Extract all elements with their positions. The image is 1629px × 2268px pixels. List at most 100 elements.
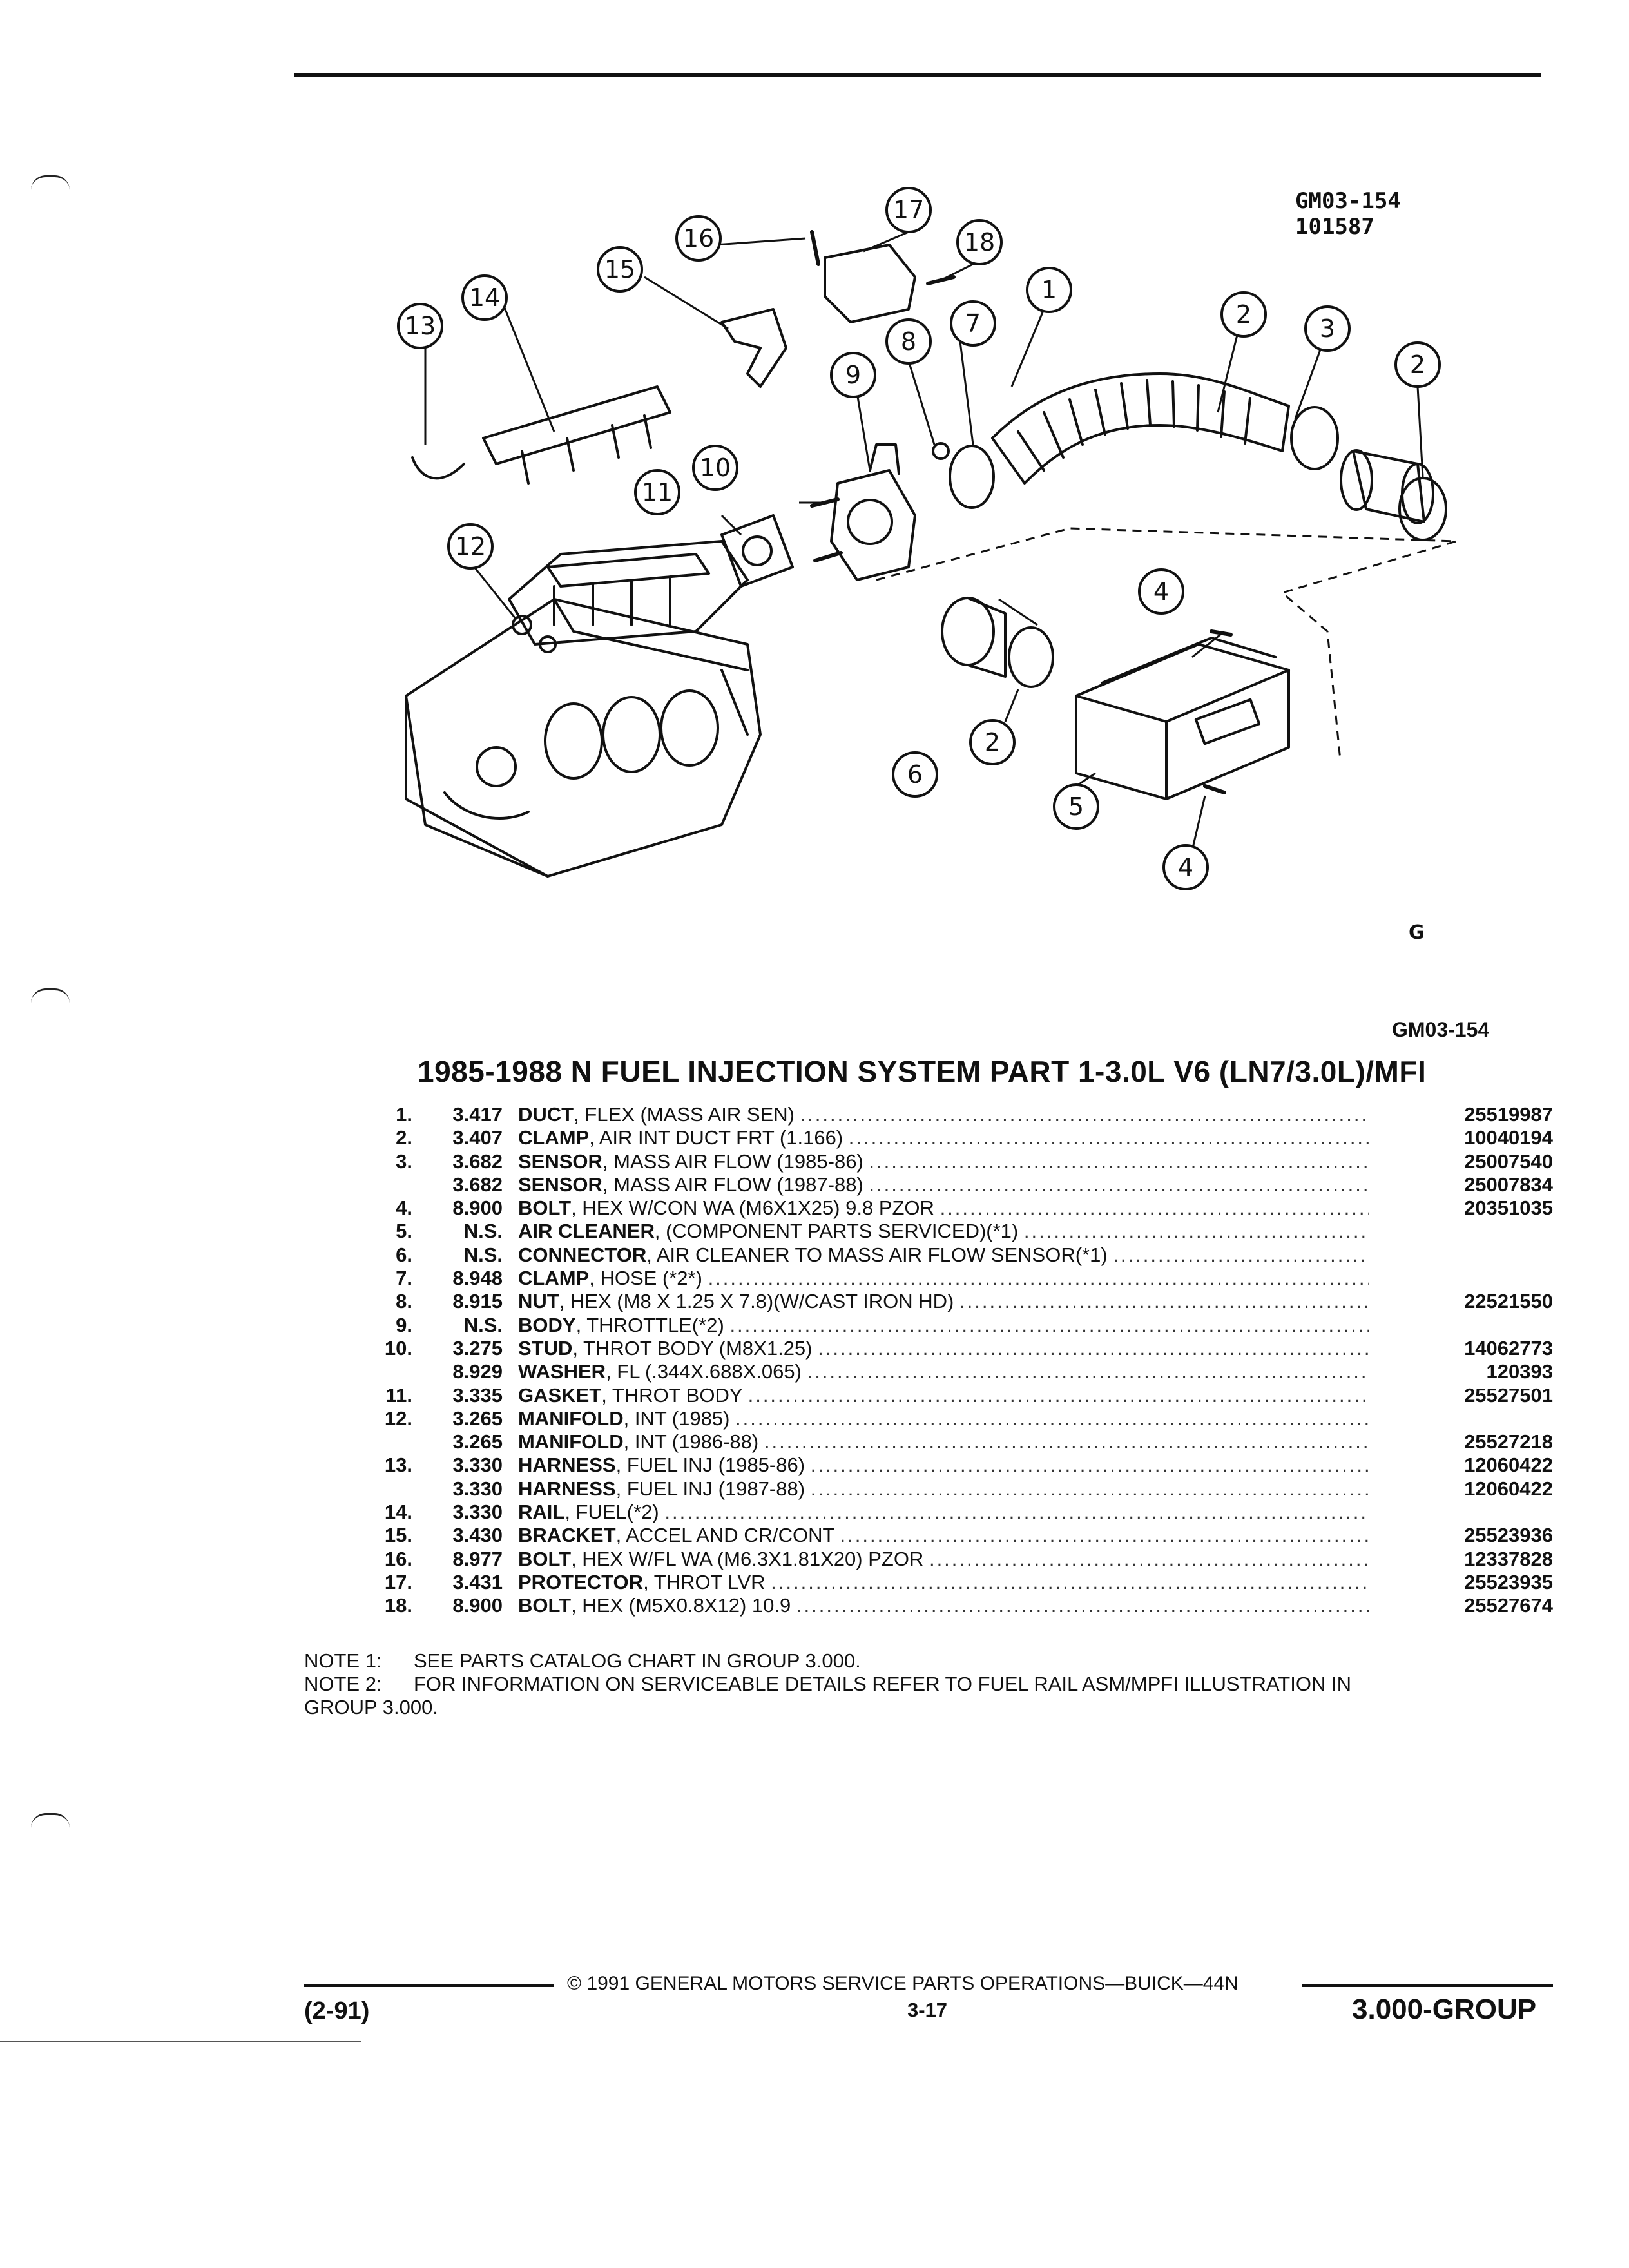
note-2-continued: GROUP 3.000. xyxy=(304,1696,438,1718)
part-name: STUD xyxy=(518,1336,573,1360)
parts-row: 6.N.S.CONNECTOR, AIR CLEANER TO MASS AIR… xyxy=(361,1244,1553,1267)
exploded-parts-diagram: 1 2 3 2 4 5 6 2 4 7 8 9 10 11 12 13 14 1… xyxy=(397,187,1457,890)
figure-id: GM03-154 xyxy=(1392,1018,1490,1041)
part-name: NUT xyxy=(518,1290,559,1313)
part-detail: , THROTTLE(*2) xyxy=(575,1313,724,1336)
part-description: CLAMP, HOSE (*2*) ......................… xyxy=(518,1267,1369,1290)
group-number: 3.330 xyxy=(452,1501,503,1524)
part-detail: , MASS AIR FLOW (1987-88) xyxy=(602,1173,863,1196)
leader-dots: ........................................… xyxy=(729,1313,1369,1336)
part-detail: , (COMPONENT PARTS SERVICED)(*1) xyxy=(654,1220,1019,1243)
part-detail: , THROT BODY (M8X1.25) xyxy=(572,1336,813,1360)
leader-dots: ........................................… xyxy=(771,1570,1369,1593)
page-number: 3-17 xyxy=(907,1999,948,2021)
callout-number: 2 xyxy=(1236,300,1251,329)
callout-number: 17 xyxy=(893,196,924,224)
item-index: 9. xyxy=(396,1313,412,1336)
leader-dots: ........................................… xyxy=(959,1290,1369,1313)
item-index: 6. xyxy=(396,1243,412,1266)
group-number: 8.948 xyxy=(452,1267,503,1290)
part-detail: , MASS AIR FLOW (1985-86) xyxy=(602,1149,863,1173)
callout-number: 4 xyxy=(1178,853,1193,881)
part-name: WASHER xyxy=(518,1360,606,1383)
item-index: 3. xyxy=(396,1149,412,1173)
clamp-illustration xyxy=(1398,477,1447,541)
part-description: BRACKET, ACCEL AND CR/CONT .............… xyxy=(518,1524,1369,1547)
leader-dots: ........................................… xyxy=(708,1267,1369,1290)
part-description: CONNECTOR, AIR CLEANER TO MASS AIR FLOW … xyxy=(518,1244,1369,1267)
revision-date: (2-91) xyxy=(304,1997,370,2024)
callout-number: 7 xyxy=(965,309,981,338)
part-name: SENSOR xyxy=(518,1149,602,1173)
air-cleaner-illustration xyxy=(1075,637,1290,800)
part-description: HARNESS, FUEL INJ (1987-88) ............… xyxy=(518,1477,1369,1501)
callout-number: 12 xyxy=(455,532,486,561)
connector-illustration xyxy=(941,597,1007,678)
callout-number: 18 xyxy=(964,228,995,256)
leader-dots: ........................................… xyxy=(1023,1220,1369,1243)
parts-row: 7. 8.948 CLAMP, HOSE (*2*) ...............… xyxy=(361,1267,1553,1290)
margin-mark xyxy=(31,175,70,190)
section-title: 1985-1988 N FUEL INJECTION SYSTEM PART 1… xyxy=(418,1055,1427,1088)
part-number: 25519987 xyxy=(1464,1103,1553,1126)
leader-dots: ........................................… xyxy=(747,1383,1369,1407)
part-description: MANIFOLD, INT (1985) ...................… xyxy=(518,1407,1369,1430)
part-name: CLAMP xyxy=(518,1267,590,1290)
part-name: HARNESS xyxy=(518,1454,616,1477)
footer-rule-left xyxy=(304,1984,554,1987)
part-name: PROTECTOR xyxy=(518,1570,644,1593)
item-index: 2. xyxy=(396,1126,412,1149)
part-name: CLAMP xyxy=(518,1126,590,1149)
item-index: 7. xyxy=(396,1267,412,1290)
part-description: NUT, HEX (M8 X 1.25 X 7.8)(W/CAST IRON H… xyxy=(518,1290,1369,1313)
footer-rule-right xyxy=(1302,1984,1553,1987)
item-index: 1. xyxy=(396,1103,412,1126)
part-description: GASKET, THROT BODY .....................… xyxy=(518,1384,1369,1407)
top-rule xyxy=(294,73,1541,77)
part-name: BRACKET xyxy=(518,1524,616,1547)
item-index: 12. xyxy=(384,1407,412,1430)
part-detail: , THROT BODY xyxy=(601,1383,742,1407)
group-number: 3.335 xyxy=(452,1383,503,1407)
group-label: 3.000-GROUP xyxy=(1352,1994,1537,2025)
leader-dots: ........................................… xyxy=(940,1196,1369,1220)
part-number: 12060422 xyxy=(1464,1454,1553,1477)
callout-number: 9 xyxy=(845,361,861,389)
intake-manifold-illustration xyxy=(508,540,749,653)
part-number: 25527501 xyxy=(1464,1383,1553,1407)
part-description: SENSOR, MASS AIR FLOW (1987-88) ........… xyxy=(518,1173,1369,1196)
callout-number: 2 xyxy=(985,728,1000,756)
group-number: 3.275 xyxy=(452,1336,503,1360)
mass-air-flow-sensor-illustration xyxy=(1340,449,1434,524)
part-name: MANIFOLD xyxy=(518,1407,624,1430)
item-index: 8. xyxy=(396,1290,412,1313)
callout-number: 16 xyxy=(683,224,714,253)
part-description: DUCT, FLEX (MASS AIR SEN) ..............… xyxy=(518,1103,1369,1126)
part-number: 20351035 xyxy=(1464,1196,1553,1220)
group-number: 3.682 xyxy=(452,1149,503,1173)
note-label: NOTE 1: xyxy=(304,1649,382,1672)
callout-number: 14 xyxy=(469,284,500,312)
copyright-notice: © 1991 GENERAL MOTORS SERVICE PARTS OPER… xyxy=(567,1973,1239,1994)
part-description: STUD, THROT BODY (M8X1.25) .............… xyxy=(518,1337,1369,1360)
callout-number: 6 xyxy=(907,760,923,789)
publisher-logo-icon: G xyxy=(1409,921,1425,944)
callout-number: 2 xyxy=(1410,351,1425,379)
leader-dots: ........................................… xyxy=(929,1547,1369,1570)
part-detail: , INT (1986-88) xyxy=(623,1430,759,1454)
leader-dots: ........................................… xyxy=(848,1126,1369,1149)
part-name: DUCT xyxy=(518,1103,574,1126)
callout-number: 4 xyxy=(1153,577,1169,606)
part-description: BOLT, HEX W/CON WA (M6X1X25) 9.8 PZOR ..… xyxy=(518,1196,1369,1220)
part-number: 22521550 xyxy=(1464,1290,1553,1313)
note-2: NOTE 2:FOR INFORMATION ON SERVICEABLE DE… xyxy=(304,1673,1351,1696)
bracket-illustration xyxy=(720,308,787,388)
note-1: NOTE 1:SEE PARTS CATALOG CHART IN GROUP … xyxy=(304,1649,1351,1673)
group-number: 3.430 xyxy=(452,1524,503,1547)
